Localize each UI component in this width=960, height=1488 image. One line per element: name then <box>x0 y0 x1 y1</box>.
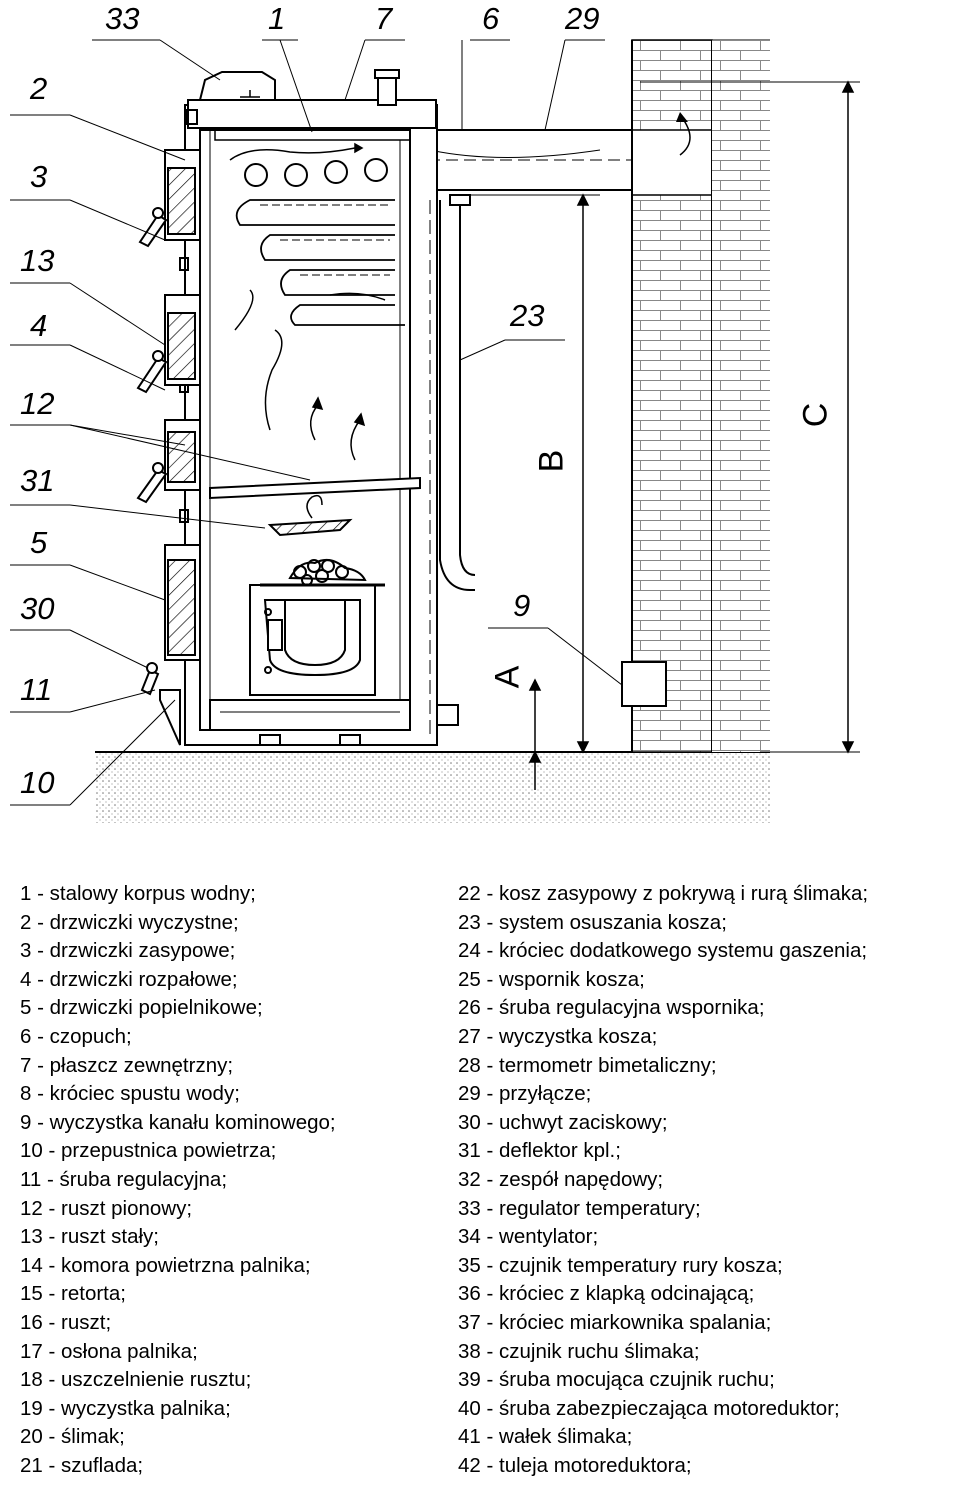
legend-item: 27 - wyczystka kosza; <box>458 1024 658 1048</box>
legend-item: 13 - ruszt stały; <box>20 1225 159 1249</box>
dimension-c: C <box>796 402 835 428</box>
callout-5: 5 <box>30 525 48 560</box>
legend-item: 4 - drzwiczki rozpałowe; <box>20 967 238 991</box>
callout-9: 9 <box>513 588 531 623</box>
legend-item: 9 - wyczystka kanału kominowego; <box>20 1110 336 1134</box>
callout-30: 30 <box>20 591 55 626</box>
callout-12: 12 <box>20 386 55 421</box>
legend-item: 21 - szuflada; <box>20 1453 144 1477</box>
leader-lines <box>10 39 623 806</box>
legend-item: 42 - tuleja motoreduktora; <box>458 1453 692 1477</box>
legend-item: 32 - zespół napędowy; <box>458 1167 664 1191</box>
legend-item: 34 - wentylator; <box>458 1225 599 1249</box>
legend-item: 3 - drzwiczki zasypowe; <box>20 939 236 963</box>
dimension-a: A <box>488 665 527 689</box>
floor-ground <box>95 751 770 823</box>
callout-10: 10 <box>20 765 55 800</box>
chimney-cleanout <box>621 661 667 707</box>
legend-item: 2 - drzwiczki wyczystne; <box>20 910 239 934</box>
legend-item: 28 - termometr bimetaliczny; <box>458 1053 717 1077</box>
legend-item: 37 - króciec miarkownika spalania; <box>458 1310 772 1334</box>
legend-item: 38 - czujnik ruchu ślimaka; <box>458 1339 700 1363</box>
callout-3: 3 <box>30 159 48 194</box>
legend-item: 1 - stalowy korpus wodny; <box>20 882 256 905</box>
boiler-technical-drawing <box>10 39 860 823</box>
legend-left-column: 1 - stalowy korpus wodny; 2 - drzwiczki … <box>20 880 336 1480</box>
legend-item: 12 - ruszt pionowy; <box>20 1196 193 1220</box>
callout-29: 29 <box>565 1 600 36</box>
callout-1: 1 <box>268 1 286 36</box>
legend-item: 19 - wyczystka palnika; <box>20 1396 231 1420</box>
flue-pipe <box>409 112 691 191</box>
legend-item: 16 - ruszt; <box>20 1310 112 1334</box>
flue-gas-flow-arrows <box>229 142 386 461</box>
legend-item: 33 - regulator temperatury; <box>458 1196 701 1220</box>
legend-item: 8 - króciec spustu wody; <box>20 1082 240 1106</box>
callout-31: 31 <box>20 463 55 498</box>
legend-right-column: 22 - kosz zasypowy z pokrywą i rurą ślim… <box>458 880 868 1480</box>
legend-item: 30 - uchwyt zaciskowy; <box>458 1110 668 1134</box>
legend-item: 6 - czopuch; <box>20 1024 132 1048</box>
callout-4: 4 <box>30 308 48 343</box>
legend-item: 26 - śruba regulacyjna wspornika; <box>458 996 765 1020</box>
callout-11: 11 <box>20 672 53 707</box>
callout-7: 7 <box>375 1 393 36</box>
legend-item: 10 - przepustnica powietrza; <box>20 1139 277 1163</box>
boiler-body <box>179 69 438 746</box>
callout-23: 23 <box>510 298 545 333</box>
legend-item: 23 - system osuszania kosza; <box>458 910 727 934</box>
doors <box>136 149 201 746</box>
dimension-b: B <box>532 449 571 473</box>
legend-item: 20 - ślimak; <box>20 1425 125 1449</box>
legend-item: 29 - przyłącze; <box>458 1082 592 1106</box>
legend-item: 36 - króciec z klapką odcinającą; <box>458 1282 755 1306</box>
legend-item: 22 - kosz zasypowy z pokrywą i rurą ślim… <box>458 882 869 905</box>
callout-2: 2 <box>30 71 48 106</box>
legend-item: 15 - retorta; <box>20 1282 126 1306</box>
legend-item: 31 - deflektor kpl.; <box>458 1139 621 1163</box>
legend-item: 11 - śruba regulacyjna; <box>20 1167 228 1191</box>
legend-item: 25 - wspornik kosza; <box>458 967 645 991</box>
legend-item: 14 - komora powietrzna palnika; <box>20 1253 311 1277</box>
legend-item: 35 - czujnik temperatury rury kosza; <box>458 1253 783 1277</box>
callout-6: 6 <box>482 1 500 36</box>
chimney-wall <box>621 39 770 753</box>
legend-item: 17 - osłona palnika; <box>20 1339 198 1363</box>
legend-item: 24 - króciec dodatkowego systemu gaszeni… <box>458 939 868 963</box>
legend-item: 40 - śruba zabezpieczająca motoreduktor; <box>458 1396 840 1420</box>
legend-item: 5 - drzwiczki popielnikowe; <box>20 996 263 1020</box>
callout-33: 33 <box>105 1 140 36</box>
callout-13: 13 <box>20 243 55 278</box>
legend-item: 7 - płaszcz zewnętrzny; <box>20 1053 234 1077</box>
legend-item: 39 - śruba mocująca czujnik ruchu; <box>458 1368 775 1392</box>
dimension-lines <box>450 80 860 790</box>
legend-item: 18 - uszczelnienie rusztu; <box>20 1368 252 1392</box>
legend-item: 41 - wałek ślimaka; <box>458 1425 633 1449</box>
